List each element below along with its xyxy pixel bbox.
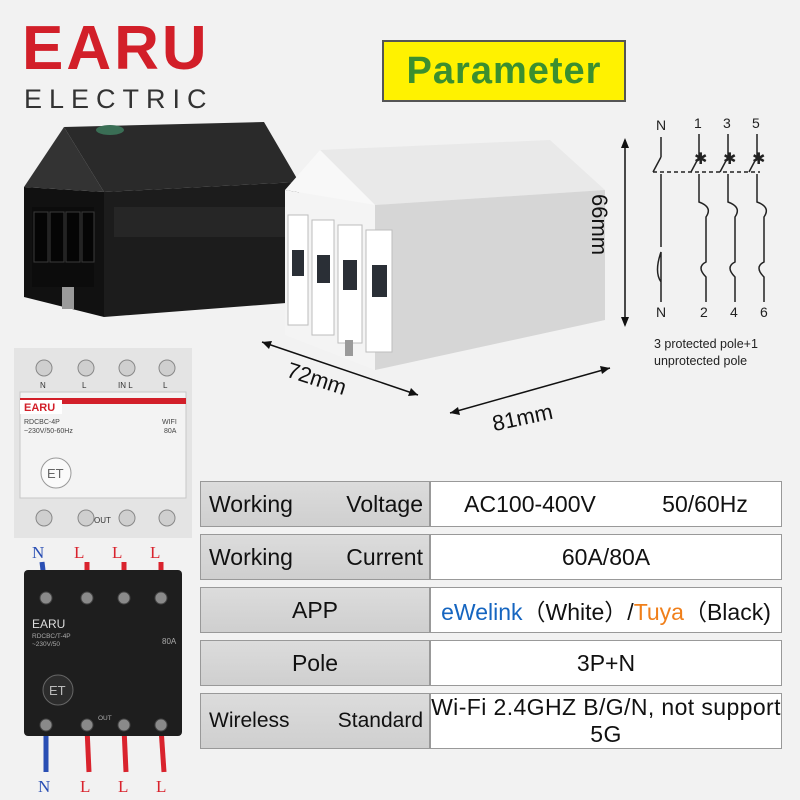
black-device-model: RDCBC/T-4P [32, 633, 71, 640]
schematic-bottom-n: N [656, 304, 666, 320]
pole-schematic: N 1 3 5 N 2 4 6 ✱ ✱ ✱ [652, 115, 768, 320]
wire-bottom-l3: L [156, 777, 166, 796]
schematic-bottom-6: 6 [760, 304, 768, 320]
white-term-l1: L [82, 381, 87, 390]
spec-value-current: 60A/80A [430, 534, 782, 580]
black-device-rating: ~230V/50 [32, 641, 60, 648]
white-term-n: N [40, 381, 46, 390]
height-dimension: 66mm [587, 194, 612, 256]
white-device-rating: ~230V/50-60Hz [24, 428, 73, 435]
front-black-device-image: N L L L N L L L EARU RDCBC/T-4P ~230V/50… [24, 543, 182, 796]
spec-value-wireless: Wi-Fi 2.4GHZ B/G/N, not support 5G [430, 693, 782, 749]
wire-bottom-l2: L [118, 777, 128, 796]
white-device-amps: 80A [164, 428, 177, 435]
app-ewelink: eWelink [441, 599, 523, 625]
spec-row-app: APP eWelink（White）/Tuya（Black) [200, 587, 782, 633]
svg-text:✱: ✱ [752, 149, 765, 168]
svg-text:ET: ET [49, 683, 66, 698]
brand-logo: EARU ELECTRIC [22, 14, 252, 115]
white-device-brand: EARU [24, 402, 55, 414]
spec-row-pole: Pole 3P+N [200, 640, 782, 686]
white-out-label: OUT [94, 516, 111, 525]
schematic-bottom-2: 2 [700, 304, 708, 320]
svg-text:✱: ✱ [694, 149, 707, 168]
svg-text:ET: ET [47, 466, 64, 481]
brand-name: EARU [22, 14, 210, 83]
dimension-arrows [261, 138, 629, 415]
wire-bottom-n: N [38, 777, 50, 796]
white-device-model: RDCBC-4P [24, 419, 60, 426]
spec-label-pole: Pole [200, 640, 430, 686]
schematic-note: 3 protected pole+1 unprotected pole [654, 337, 758, 368]
wire-top-l1: L [74, 543, 84, 562]
schematic-top-5: 5 [752, 115, 760, 131]
brand-tagline: ELECTRIC [24, 84, 214, 114]
black-device-amps: 80A [162, 637, 177, 646]
app-tuya: Tuya [633, 599, 684, 625]
schematic-bottom-4: 4 [730, 304, 738, 320]
schematic-top-3: 3 [723, 115, 731, 131]
wire-top-n: N [32, 543, 44, 562]
black-device-brand: EARU [32, 617, 65, 631]
black-breaker-image [24, 122, 299, 317]
white-term-inl: IN L [118, 381, 133, 390]
front-white-device-image: N L IN L L OUT EARU RDCBC-4P ~230V/50-60… [14, 348, 192, 538]
schematic-top-n: N [656, 117, 666, 133]
wire-top-l2: L [112, 543, 122, 562]
schematic-top-1: 1 [694, 115, 702, 131]
white-breaker-image [285, 140, 605, 370]
spec-value-app: eWelink（White）/Tuya（Black) [430, 587, 782, 633]
wire-bottom-l1: L [80, 777, 90, 796]
spec-label-app: APP [200, 587, 430, 633]
white-term-l3: L [163, 381, 168, 390]
wire-top-l3: L [150, 543, 160, 562]
white-device-wifi: WIFI [162, 419, 177, 426]
black-out-label: OUT [98, 715, 112, 722]
svg-text:✱: ✱ [723, 149, 736, 168]
spec-value-pole: 3P+N [430, 640, 782, 686]
parameter-badge: Parameter [382, 40, 626, 102]
